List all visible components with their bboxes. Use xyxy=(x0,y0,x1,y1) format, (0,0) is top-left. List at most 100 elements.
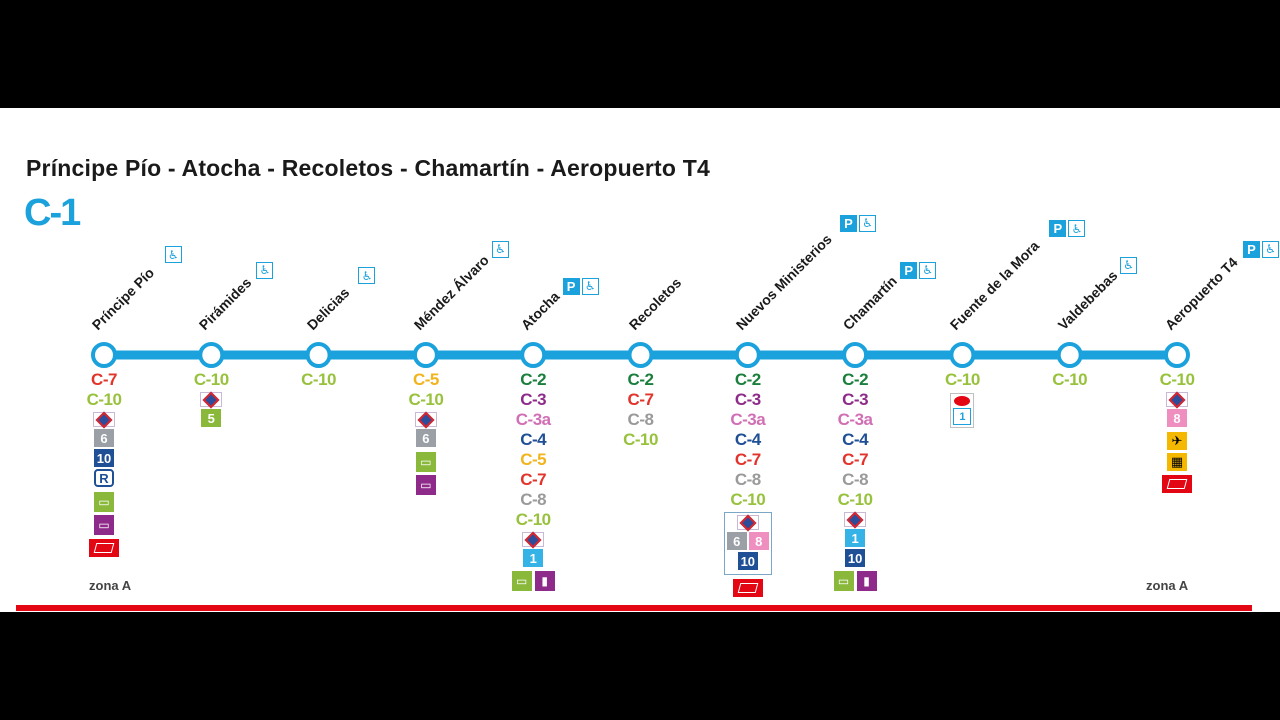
station-node[interactable] xyxy=(842,342,869,368)
parking-icon: P xyxy=(562,277,580,295)
cercanias-line-label: C-10 xyxy=(623,430,658,449)
station-node[interactable] xyxy=(949,342,976,368)
cercanias-line-label: C-10 xyxy=(193,370,229,389)
accessible-icon: ♿ xyxy=(581,277,599,295)
metro-lines-row: 5 xyxy=(201,409,222,427)
metro-logo-icon xyxy=(736,514,759,531)
light-rail-connection: 1 xyxy=(950,393,975,428)
metro-lines-row: 1 xyxy=(845,529,866,547)
cercanias-line-label: C-10 xyxy=(944,370,980,389)
station-node[interactable] xyxy=(412,342,439,368)
cercanias-line-label: C-10 xyxy=(515,510,551,529)
station-connections: C-10 5 xyxy=(171,370,251,429)
station-facilities: P♿ xyxy=(562,277,599,295)
cercanias-line-label: C-4 xyxy=(520,430,547,449)
cercanias-line-label: C-4 xyxy=(734,430,761,449)
cercanias-line-label: C-2 xyxy=(842,370,869,389)
zone-label-left: zona A xyxy=(89,578,132,593)
metro-diamond-icon xyxy=(202,391,220,408)
cercanias-line-label: C-7 xyxy=(91,370,117,389)
metro-lines-row: 6 xyxy=(94,429,114,447)
metro-lines-row: 1 xyxy=(523,549,544,567)
cercanias-line-label: C-10 xyxy=(837,490,873,509)
metro-diamond-icon xyxy=(846,511,864,528)
station-facilities: P♿ xyxy=(900,261,937,279)
metro-line-badge: 6 xyxy=(726,532,747,550)
metro-line-badge: 8 xyxy=(748,532,769,550)
interurban-bus-icon: ▭ xyxy=(833,571,854,591)
station-node[interactable] xyxy=(198,342,225,368)
station-facilities: ♿ xyxy=(164,246,182,264)
metro-diamond-icon xyxy=(739,514,757,531)
station-node[interactable] xyxy=(627,342,654,368)
station-node[interactable] xyxy=(734,342,761,368)
bottom-red-bar xyxy=(16,605,1252,611)
route-title: Príncipe Pío - Atocha - Recoletos - Cham… xyxy=(26,155,710,181)
train-icon: ▮ xyxy=(856,571,877,591)
accessible-icon: ♿ xyxy=(256,261,274,279)
metro-line-badge: 1 xyxy=(845,529,866,547)
metro-lines-row: 10 xyxy=(94,449,114,467)
accessible-icon: ♿ xyxy=(1068,220,1086,238)
ticket-inner-shape xyxy=(93,543,115,553)
metro-lines-row: R xyxy=(94,469,114,487)
cercanias-line-label: C-7 xyxy=(520,470,547,489)
cercanias-line-label: C-3a xyxy=(837,410,873,429)
metro-logo-icon xyxy=(414,411,437,428)
station-node[interactable] xyxy=(305,342,332,368)
ticket-inner-shape xyxy=(1166,479,1188,489)
metro-lines-row: 10 xyxy=(845,549,866,567)
accessible-icon: ♿ xyxy=(1120,256,1138,274)
cercanias-line-label: C-10 xyxy=(301,370,337,389)
station-connections: C-10 xyxy=(1030,370,1110,390)
parking-icon: P xyxy=(900,261,918,279)
station-node[interactable] xyxy=(520,342,547,368)
metro-line-badge: 10 xyxy=(737,552,758,570)
cercanias-line-label: C-3a xyxy=(515,410,551,429)
station-facilities: P♿ xyxy=(1049,220,1086,238)
station-node[interactable] xyxy=(1056,342,1083,368)
metro-logo-icon xyxy=(200,391,223,408)
metro-line-badge: 10 xyxy=(845,549,866,567)
accessible-icon: ♿ xyxy=(1262,240,1279,258)
metro-diamond-icon xyxy=(524,531,542,548)
cercanias-line-label: C-10 xyxy=(408,390,444,409)
metro-line-badge: 5 xyxy=(201,409,222,427)
metro-diamond-icon xyxy=(1168,391,1186,408)
station-facilities: ♿ xyxy=(491,240,509,258)
metro-line-badge: R xyxy=(94,469,114,487)
bus-connections-row: ▭▮ xyxy=(833,571,877,591)
cercanias-line-label: C-7 xyxy=(627,390,654,409)
cercanias-line-label: C-8 xyxy=(520,490,547,509)
interurban-bus-icon: ▭ xyxy=(94,492,114,512)
ticket-icon xyxy=(1162,475,1192,493)
metro-diamond-icon xyxy=(95,411,113,428)
cercanias-line-label: C-2 xyxy=(734,370,761,389)
light-rail-line-badge: 1 xyxy=(953,408,972,425)
cercanias-line-label: C-10 xyxy=(1052,370,1088,389)
metro-logo-icon xyxy=(522,531,545,548)
accessible-icon: ♿ xyxy=(858,214,876,232)
cercanias-line-label: C-8 xyxy=(842,470,869,489)
station-node[interactable] xyxy=(91,342,117,368)
ticket-inner-shape xyxy=(737,583,759,593)
metro-connection: 5 xyxy=(200,391,223,429)
metro-line-badge: 8 xyxy=(1167,409,1187,427)
cercanias-line-label: C-8 xyxy=(734,470,761,489)
station-facilities: P♿ xyxy=(1243,240,1279,258)
cercanias-line-label: C-10 xyxy=(730,490,766,509)
station-node[interactable] xyxy=(1164,342,1190,368)
zone-label-right: zona A xyxy=(1146,578,1189,593)
metro-line-badge: 6 xyxy=(415,429,436,447)
interurban-bus-icon: ▭ xyxy=(511,571,532,591)
metro-lines-row: 8 xyxy=(1167,409,1187,427)
station-connections: C-10 xyxy=(279,370,359,390)
